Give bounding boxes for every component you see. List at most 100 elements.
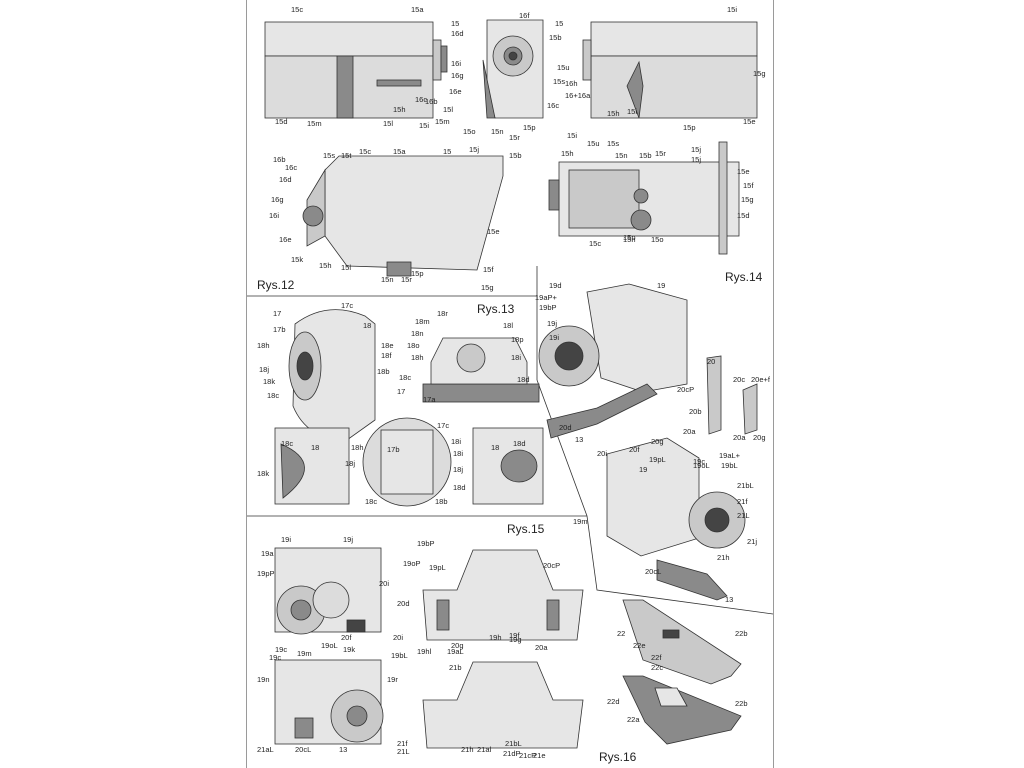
part-label-rys13: 18k <box>257 469 270 478</box>
part-label-rys12: 16h <box>565 79 578 88</box>
part-label-rys12: 15i <box>419 121 430 130</box>
figure-title-rys13: Rys.13 <box>477 302 515 316</box>
diagram-canvas <box>247 19 773 749</box>
part-label-rys15: 13 <box>339 745 348 754</box>
part-label-rys12: 15i <box>627 107 638 116</box>
part-label-rys12: 15m <box>307 119 322 128</box>
figure-title-rys12: Rys.12 <box>257 278 295 292</box>
part-label-rys14: 20 <box>707 357 716 366</box>
part-label-rys12: 16c <box>547 101 560 110</box>
part-label-rys15: 19c <box>269 653 282 662</box>
part-label-rys13: 18d <box>517 375 530 384</box>
part-label-rys12: 15n <box>615 151 628 160</box>
part-label-rys15: 19r <box>387 675 398 684</box>
part-label-rys15: 19bP <box>417 539 435 548</box>
part-label-rys14: 20b <box>689 407 702 416</box>
part-label-rys13: 18i <box>511 353 522 362</box>
part-label-rys15: 19k <box>343 645 356 654</box>
part-label-rys13: 18f <box>381 351 392 360</box>
part-label-rys13: 18i <box>451 437 462 446</box>
part-label-rys12: 15o <box>651 235 664 244</box>
part-label-rys13: 18c <box>365 497 378 506</box>
part-label-rys15: 21b <box>449 663 462 672</box>
part-label-rys12: 15s <box>323 151 336 160</box>
part-label-rys14: 19 <box>639 465 648 474</box>
part-label-rys15: 19f <box>509 631 520 640</box>
part-label-rys15: 20i <box>379 579 390 588</box>
part-label-rys13: 18p <box>511 335 524 344</box>
part-label-rys14: 19bL <box>721 461 738 470</box>
part-label-rys14: 19c <box>693 457 706 466</box>
part-label-rys13: 17c <box>437 421 450 430</box>
part-label-rys15: 20d <box>397 599 410 608</box>
part-label-rys12: 15 <box>443 147 452 156</box>
part-label-rys12: 15r <box>401 275 412 284</box>
part-label-rys14: 13 <box>575 435 584 444</box>
part-label-rys15: 19oP <box>403 559 421 568</box>
part-label-rys15: 21bL <box>505 739 522 748</box>
part-label-rys13: 17 <box>397 387 406 396</box>
part-label-rys12: 15p <box>523 123 536 132</box>
part-label-rys13: 18c <box>399 373 412 382</box>
part-label-rys14: 20g <box>651 437 664 446</box>
part-label-rys15: 19m <box>297 649 312 658</box>
part-label-rys12: 16e <box>449 87 462 96</box>
part-label-rys15: 20g <box>451 641 464 650</box>
part-label-rys13: 18k <box>263 377 276 386</box>
part-label-rys12: 16g <box>271 195 284 204</box>
part-label-rys14: 20f <box>629 445 640 454</box>
part-label-rys13: 18c <box>281 439 294 448</box>
part-label-rys12: 15c <box>359 147 372 156</box>
part-label-rys12: 15g <box>741 195 754 204</box>
part-label-rys12: 16f <box>519 11 530 20</box>
part-label-rys16: 22a <box>627 715 640 724</box>
part-label-rys15: 19pP <box>257 569 275 578</box>
part-label-rys15: 19i <box>281 535 292 544</box>
separator-14-15-16 <box>536 379 773 615</box>
part-label-rys12: 15j <box>469 145 480 154</box>
part-label-rys12: 15h <box>393 105 406 114</box>
part-label-rys14: 20a <box>733 433 746 442</box>
part-label-rys13: 18h <box>257 341 270 350</box>
part-label-rys14: 20a <box>683 427 696 436</box>
part-label-rys12: 16c <box>285 163 298 172</box>
part-label-rys14: 20cP <box>677 385 695 394</box>
part-label-rys12: 16+16a <box>565 91 591 100</box>
part-label-rys15: 19hl <box>417 647 432 656</box>
part-label-rys12: 15e <box>737 167 750 176</box>
part-label-rys14: 19d <box>549 281 562 290</box>
part-label-rys16: 22e <box>633 641 646 650</box>
rys15-parts <box>274 547 584 749</box>
part-label-rys13: 18e <box>381 341 394 350</box>
part-label-rys15: 20cP <box>543 561 561 570</box>
part-label-rys13: 18 <box>491 443 500 452</box>
part-label-rys15: 19j <box>343 535 354 544</box>
part-label-rys15: 21e <box>533 751 546 760</box>
part-label-rys12: 16g <box>451 71 464 80</box>
part-label-rys15: 20cL <box>295 745 312 754</box>
part-label-rys12: 15c <box>291 5 304 14</box>
part-label-rys12: 15s <box>607 139 620 148</box>
part-label-rys14: 19aP+ <box>535 293 557 302</box>
part-label-rys13: 18b <box>435 497 448 506</box>
part-label-rys13: 17b <box>273 325 286 334</box>
part-label-rys15: 21h <box>461 745 474 754</box>
part-label-rys12: 16d <box>451 29 464 38</box>
part-label-rys16: 22f <box>651 653 662 662</box>
part-label-rys13: 18j <box>259 365 270 374</box>
part-label-rys14: 20cL <box>645 567 662 576</box>
part-label-rys14: 19oL <box>693 461 710 470</box>
part-label-rys14: 20i <box>597 449 608 458</box>
part-label-rys14: 19pL <box>649 455 666 464</box>
part-label-rys14: 21f <box>737 497 748 506</box>
part-label-rys12: 15 <box>555 19 564 28</box>
part-label-rys12: 15e <box>743 117 756 126</box>
part-label-rys16: 22b <box>735 629 748 638</box>
part-label-rys13: 17b <box>387 445 400 454</box>
part-label-rys12: 15n <box>623 235 636 244</box>
part-label-rys13: 18c <box>267 391 280 400</box>
part-label-rys12: 15p <box>683 123 696 132</box>
part-label-rys13: 18o <box>407 341 420 350</box>
part-label-rys12: 15n <box>491 127 504 136</box>
